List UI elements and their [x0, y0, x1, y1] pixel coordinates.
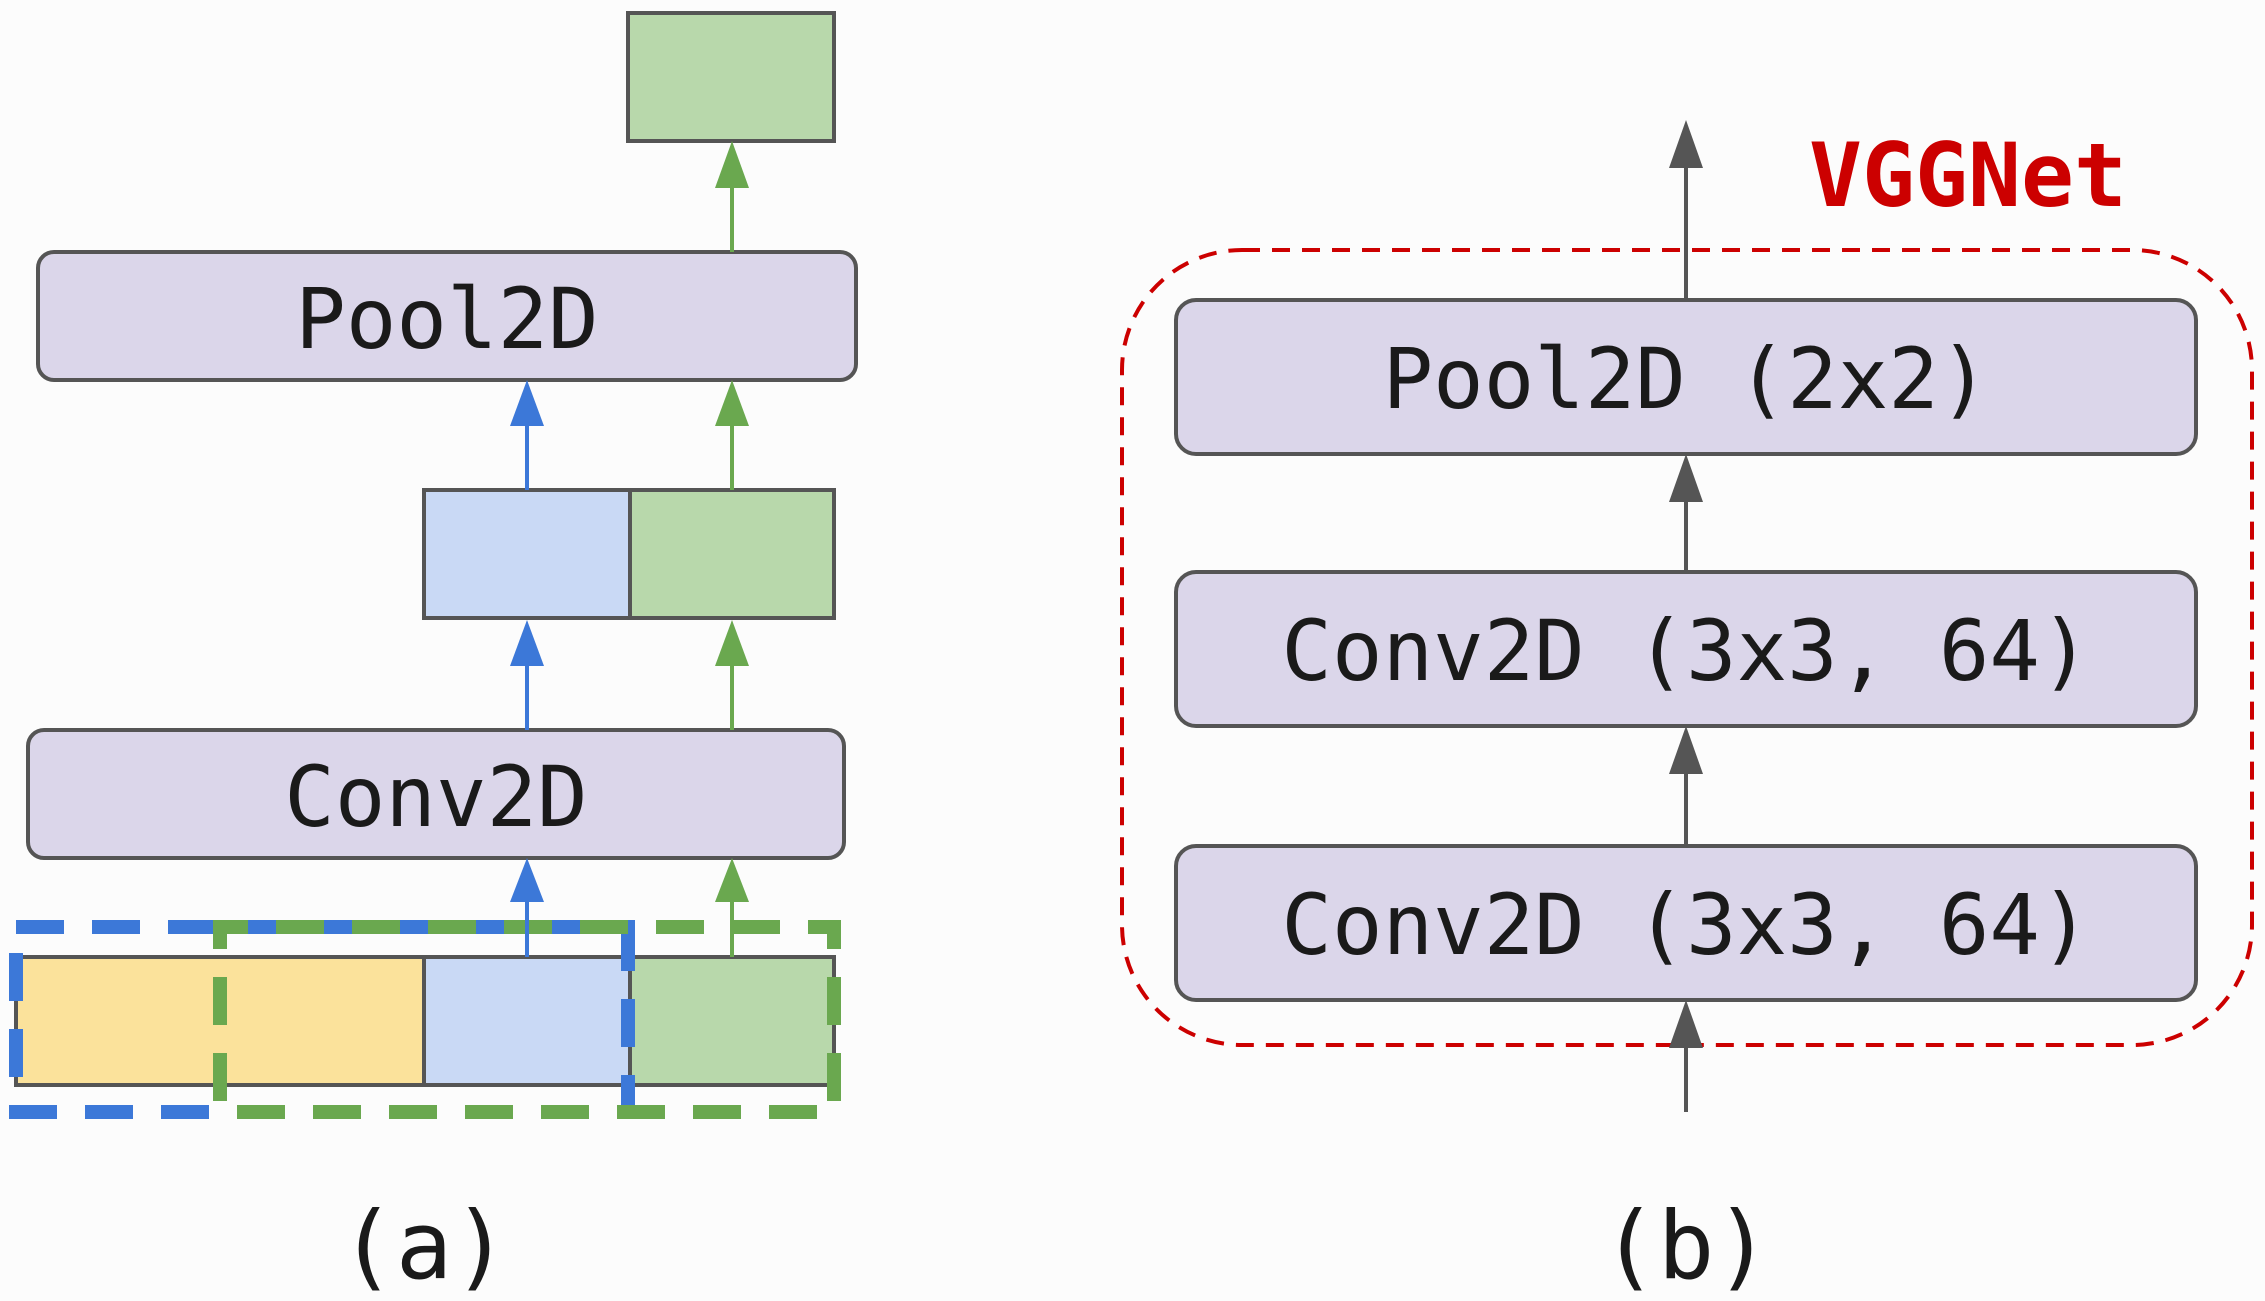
- vgg-pool-layer-label: Pool2D (2x2): [1383, 330, 1990, 428]
- panel-b: VGGNet Pool2D (2x2) Conv2D (3x3, 64) Con…: [1120, 120, 2254, 1301]
- blue-arrowhead-mid: [510, 620, 544, 666]
- input-green-cell: [628, 955, 836, 1087]
- vgg-conv-layer-1-label: Conv2D (3x3, 64): [1281, 876, 2090, 974]
- input-blue-cell: [422, 955, 632, 1087]
- mid-green-cell: [628, 488, 836, 620]
- pool2d-layer-label: Pool2D: [295, 270, 598, 368]
- green-arrowhead-mid: [715, 620, 749, 666]
- conv2-to-pool-arrowhead: [1669, 454, 1703, 502]
- blue-arrowhead-pool: [510, 380, 544, 426]
- green-arrows: [715, 141, 749, 957]
- pool2d-layer-box: [36, 250, 858, 382]
- green-arrowhead-pool: [715, 380, 749, 426]
- conv2d-layer-box: [26, 728, 846, 860]
- output-arrowhead: [1669, 120, 1703, 168]
- conv1-to-conv2-arrowhead: [1669, 726, 1703, 774]
- green-arrowhead-output: [715, 141, 749, 188]
- vggnet-label: VGGNet: [1809, 124, 2127, 227]
- input-arrowhead: [1669, 1000, 1703, 1048]
- mid-blue-cell: [422, 488, 632, 620]
- panel-a-caption: (a): [339, 1192, 509, 1301]
- vgg-conv-layer-2-label: Conv2D (3x3, 64): [1281, 602, 2090, 700]
- blue-arrowhead-conv: [510, 858, 544, 902]
- panel-a: Pool2D Conv2D: [9, 11, 858, 1301]
- output-green-cell: [626, 11, 836, 143]
- conv2d-layer-label: Conv2D: [284, 748, 587, 846]
- green-arrowhead-conv: [715, 858, 749, 902]
- panel-b-caption: (b): [1601, 1192, 1771, 1301]
- blue-arrows: [510, 380, 544, 957]
